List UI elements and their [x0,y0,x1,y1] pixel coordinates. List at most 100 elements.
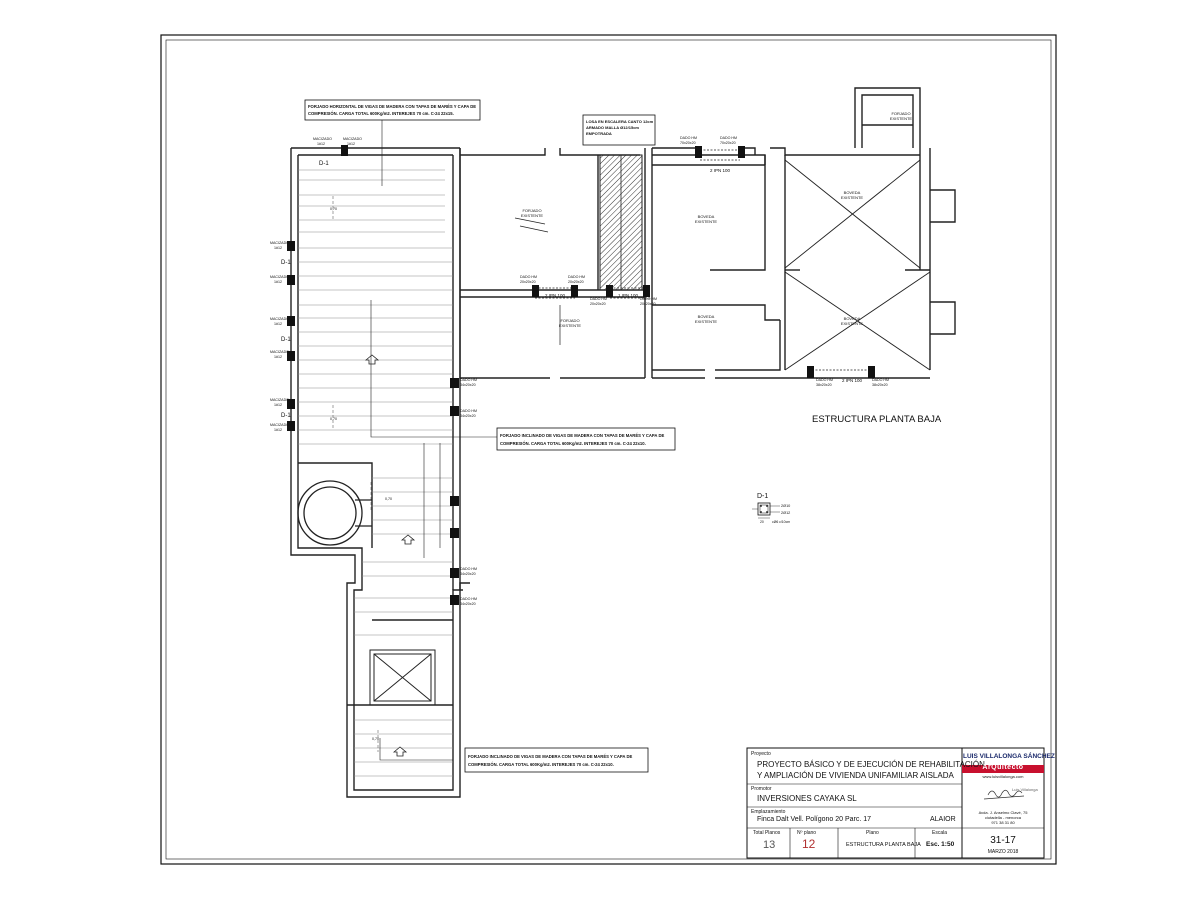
span-arrows [364,354,416,757]
note-losa-line2: ARMADO MALLA Ø12/15cm [586,125,639,130]
dim-070-3: 0,70 [385,497,392,501]
label-forjado-existente-1b: EXISTENTE [521,213,544,218]
dado-labels: DADO HM 70x20x20 DADO HM 70x20x20 DADO H… [460,136,889,606]
title-block-frame [746,747,1045,859]
macizado-label-3b: 1#12 [274,322,282,326]
sheet-frame-outer [160,34,1057,865]
dado-label-12a: DADO HM [872,378,889,382]
proyecto-line2: Y AMPLIACIÓN DE VIVIENDA UNIFAMILIAR AIS… [757,771,954,780]
label-boveda-1a: BOVEDA [698,214,715,219]
plano-label: Plano [866,830,879,836]
dado-label-5b: 20x20x20 [590,302,606,306]
dado-label-3b: 20x20x20 [520,280,536,284]
concrete-dados [287,145,875,605]
dado-label-2b: 70x20x20 [720,141,736,145]
label-boveda-3a: BOVEDA [844,190,861,195]
macizado-label-2a: MACIZADO [270,275,289,279]
note-box-losa-escalera: LOSA EN ESCALERA CANTO 12cm ARMADO MALLA… [582,114,656,146]
note-forjado-horizontal-line1: FORJADO HORIZONTAL DE VIGAS DE MADERA CO… [308,104,476,109]
total-planos-label: Total Planos [753,830,781,836]
architect-web: www.luisvillalonga.com [982,774,1024,779]
note-losa-line3: EMPOTRADA [586,131,612,136]
note-forjado-inclinado-2-line2: COMPRESIÓN. CARGA TOTAL 600Kg/m2. INTERE… [468,762,614,767]
label-boveda-3b: EXISTENTE [841,195,864,200]
existing-slab-arrows [514,217,561,345]
dimension-labels: 0,70 0,70 0,70 0,70 [330,207,392,741]
macizado-label-2b: 1#12 [274,280,282,284]
dado-label-9b: 34x20x20 [460,572,476,576]
architect-role: ArQuitecto [982,764,1024,771]
label-forjado-existente-2a: FORJADO [560,318,579,323]
joists-left-wing [298,169,453,777]
macizado-label-top2a: MACIZADO [343,137,362,141]
d1-mark-2: D-1 [281,337,291,343]
note-losa-line1: LOSA EN ESCALERA CANTO 12cm [586,119,654,124]
label-forjado-existente-3a: FORJADO [891,111,910,116]
plan-code: 31-17 [990,835,1016,846]
d1-mark-3: D-1 [281,413,291,419]
left-wing-walls [290,147,470,798]
address-line2: ciutadella - menorca [984,815,1022,820]
dado-label-3a: DADO HM [520,275,537,279]
right-block-walls [652,87,956,379]
room-labels: FORJADO EXISTENTE FORJADO EXISTENTE BOVE… [521,111,913,328]
macizado-label-1b: 1#12 [274,246,282,250]
label-ipn-bottom: 2 IPN 100 [842,378,863,383]
dado-label-1a: DADO HM [680,136,697,140]
n-plano-value: 12 [802,837,816,851]
macizado-label-1a: MACIZADO [270,241,289,245]
emplazamiento-value: Finca Dalt Vell. Polígono 20 Parc. 17 [757,816,872,823]
ipn-beams [535,149,870,379]
dim-070-4: 0,70 [372,737,379,741]
dado-label-6a: DADO HM [640,297,657,301]
emplazamiento-label: Emplazamiento [751,809,786,815]
dado-label-6b: 20x20x20 [640,302,656,306]
dado-label-8a: DADO HM [460,409,477,413]
address-line3: 971 38 31 80 [991,820,1015,825]
note-forjado-inclinado-1-line2: COMPRESIÓN. CARGA TOTAL 600Kg/m2. INTERE… [500,441,646,446]
d1-detail-bar-bottom: 2Ø12 [781,511,790,515]
architect-name: LUIS VILLALONGA SÁNCHEZ [963,753,1055,760]
dado-label-12b: 38x20x20 [872,383,888,387]
macizado-label-top1a: MACIZADO [313,137,332,141]
d1-detail-bar-top: 2Ø10 [781,504,790,508]
dado-label-7b: 34x20x20 [460,383,476,387]
label-forjado-existente-1a: FORJADO [522,208,541,213]
note-forjado-inclinado-1-line1: FORJADO INCLINADO DE VIGAS DE MADERA CON… [500,433,664,438]
note-forjado-horizontal-line2: COMPRESIÓN. CARGA TOTAL 600Kg/m2. INTERE… [308,111,454,116]
dado-label-9a: DADO HM [460,567,477,571]
dado-label-2a: DADO HM [720,136,737,140]
promotor-label: Promotor [751,786,772,792]
label-boveda-2a: BOVEDA [698,314,715,319]
macizado-label-3a: MACIZADO [270,317,289,321]
d1-mark-top: D-1 [319,161,329,167]
label-boveda-2b: EXISTENTE [695,319,718,324]
macizado-label-4b: 1#12 [274,355,282,359]
ipn-labels: 2 IPN 100 2 IPN 100 1 IPN 100 2 IPN 100 [545,168,863,383]
dado-label-10a: DADO HM [460,597,477,601]
label-ipn-center: 2 IPN 100 [545,293,566,298]
dado-label-4a: DADO HM [568,275,585,279]
municipio-value: ALAIOR [930,816,956,823]
macizado-label-top1b: 1#12 [317,142,325,146]
dado-label-1b: 70x20x20 [680,141,696,145]
d1-detail-dim: 20 [760,520,764,524]
dashed-joist-lines [332,196,379,752]
d1-detail: D-1 2Ø10 2Ø12 cØ6 c/10cm 20 [752,493,790,524]
escala-value: Esc. 1:50 [926,841,955,848]
macizado-label-6b: 1#12 [274,428,282,432]
dado-label-8b: 34x20x20 [460,414,476,418]
total-planos-value: 13 [763,839,776,851]
note-leaders [370,120,497,761]
shaft-cross [369,649,436,706]
sheet-frame-inner [165,39,1052,860]
label-boveda-1b: EXISTENTE [695,219,718,224]
macizado-label-top2b: 1#12 [347,142,355,146]
architect-signature-mark [983,789,1025,800]
note-forjado-inclinado-2-line1: FORJADO INCLINADO DE VIGAS DE MADERA CON… [468,754,632,759]
note-box-forjado-inclinado-2: FORJADO INCLINADO DE VIGAS DE MADERA CON… [464,747,649,773]
dado-label-7a: DADO HM [460,378,477,382]
architect-signature: Luis Villalonga [1012,787,1038,792]
note-box-forjado-inclinado-1: FORJADO INCLINADO DE VIGAS DE MADERA CON… [496,427,676,451]
dado-label-4b: 20x20x20 [568,280,584,284]
